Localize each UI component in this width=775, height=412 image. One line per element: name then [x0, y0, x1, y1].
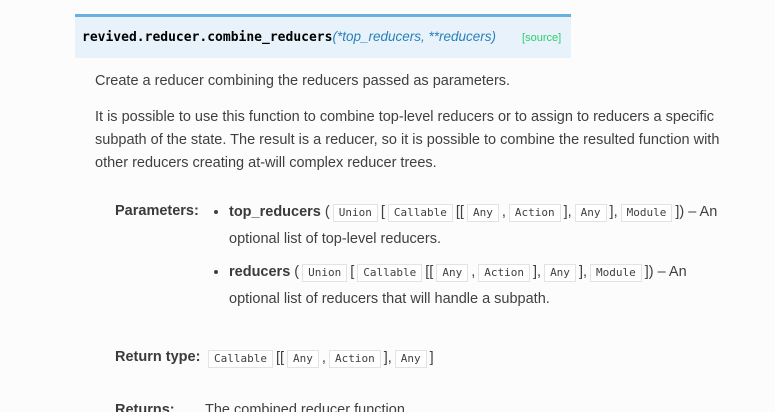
function-params: (*top_reducers, **reducers): [332, 29, 497, 44]
function-doc: revived.reducer.combine_reducers(*top_re…: [75, 14, 735, 412]
type-punctuation: ]): [675, 204, 685, 220]
parameter-item: top_reducers (Union[Callable[[Any,Action…: [229, 199, 720, 253]
type-punctuation: (: [294, 264, 300, 280]
type-punctuation: ],: [383, 350, 392, 366]
returns-field: Returns: The combined reducer function.: [95, 398, 720, 412]
type-code-literal: Callable: [208, 350, 273, 368]
type-punctuation: [: [350, 264, 355, 280]
type-punctuation: ],: [578, 264, 587, 280]
type-code-literal: Module: [590, 264, 642, 282]
function-signature: revived.reducer.combine_reducers(*top_re…: [75, 14, 572, 58]
type-code-literal: Any: [436, 264, 469, 282]
parameter-description: – An optional list of top-level reducers…: [229, 204, 718, 247]
type-punctuation: ],: [609, 204, 618, 220]
returns-value: The combined reducer function.: [205, 402, 409, 412]
return-type-annotation: Callable[[Any,Action],Any]: [205, 345, 720, 372]
parameter-name: top_reducers: [229, 204, 321, 220]
parameter-name: reducers: [229, 264, 291, 280]
type-code-literal: Any: [394, 350, 427, 368]
type-punctuation: ]): [644, 264, 654, 280]
type-code-literal: Any: [466, 204, 499, 222]
returns-label: Returns:: [115, 402, 175, 412]
type-code-literal: Callable: [387, 204, 453, 222]
type-punctuation: [[: [275, 350, 285, 366]
description-paragraph-1: Create a reducer combining the reducers …: [95, 73, 511, 89]
return-type-field: Return type: Callable[[Any,Action],Any]: [95, 345, 720, 372]
type-code-literal: Any: [574, 204, 607, 222]
type-punctuation: ,: [321, 350, 326, 366]
type-code-literal: Action: [328, 350, 381, 368]
type-code-literal: Union: [302, 264, 348, 282]
parameter-type-annotation: (Union[Callable[[Any,Action],Any],Module…: [294, 264, 654, 282]
parameter-item: reducers (Union[Callable[[Any,Action],An…: [229, 259, 720, 313]
type-punctuation: (: [324, 204, 330, 220]
type-code-literal: Module: [620, 204, 673, 222]
type-code-literal: Union: [332, 204, 378, 222]
parameters-label: Parameters:: [115, 203, 199, 219]
type-code-literal: Callable: [357, 264, 423, 282]
type-punctuation: ],: [533, 264, 542, 280]
description-paragraph-2: It is possible to use this function to c…: [95, 109, 720, 171]
type-punctuation: ,: [501, 204, 506, 220]
type-code-literal: Any: [287, 350, 319, 368]
function-qualname: revived.reducer.combine_reducers: [82, 30, 333, 45]
type-code-literal: Any: [544, 264, 576, 282]
parameters-list: top_reducers (Union[Callable[[Any,Action…: [205, 199, 720, 313]
type-punctuation: ]: [429, 350, 434, 366]
parameter-description: – An optional list of reducers that will…: [229, 264, 687, 307]
function-description-body: Create a reducer combining the reducers …: [95, 58, 720, 412]
type-punctuation: [[: [455, 204, 464, 220]
type-code-literal: Action: [478, 264, 530, 282]
type-punctuation: [[: [425, 264, 434, 280]
type-punctuation: ,: [471, 264, 476, 280]
source-link[interactable]: [source]: [522, 32, 562, 44]
parameter-type-annotation: (Union[Callable[[Any,Action],Any],Module…: [324, 204, 685, 222]
parameters-field: Parameters: top_reducers (Union[Callable…: [95, 199, 720, 319]
type-punctuation: ],: [563, 204, 572, 220]
return-type-label: Return type:: [115, 349, 201, 365]
parameters-body: top_reducers (Union[Callable[[Any,Action…: [205, 199, 720, 319]
type-punctuation: [: [380, 204, 385, 220]
type-code-literal: Action: [508, 204, 561, 222]
